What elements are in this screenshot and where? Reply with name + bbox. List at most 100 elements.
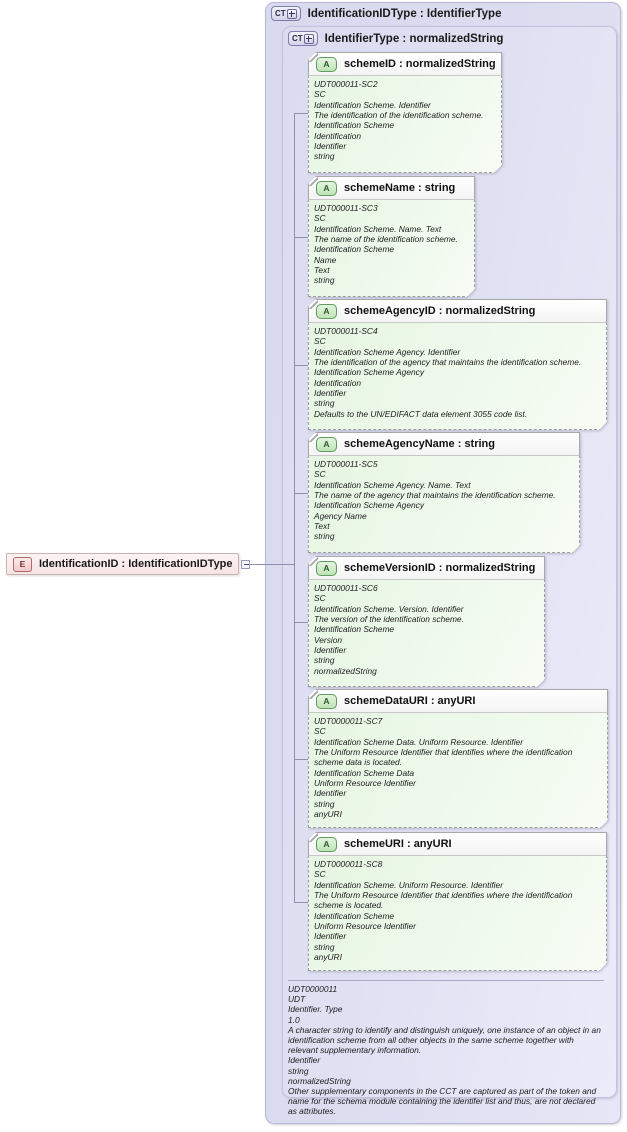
documentation-line: The Uniform Resource Identifier that ide… [314, 747, 575, 768]
documentation-line: Identification Scheme. Version. Identifi… [314, 603, 464, 614]
complextype-badge-icon: CT [288, 31, 318, 46]
documentation-line: UDT000011-SC3 [314, 203, 378, 213]
documentation-line: anyURI [314, 809, 342, 820]
documentation-line: Defaults to the UN/EDIFACT data element … [314, 408, 528, 419]
documentation-line: string [314, 398, 335, 409]
complextype-label: IdentifierType : normalizedString [324, 32, 504, 45]
documentation-line: normalizedString [314, 665, 377, 676]
complextype-badge-icon: CT [271, 6, 301, 21]
documentation-line: Identifier [314, 141, 347, 152]
documentation-line: The identification of the agency that ma… [314, 357, 582, 368]
element-node-label: IdentificationID : IdentificationIDType [39, 558, 233, 570]
documentation-line: SC [314, 89, 326, 100]
documentation-line: Identifier [314, 388, 347, 399]
documentation-line: Identifier [314, 788, 347, 799]
connector-stub [294, 902, 308, 903]
documentation-line: SC [314, 726, 326, 737]
complextype-header-identificationidtype[interactable]: CT IdentificationIDType : IdentifierType [271, 6, 501, 21]
documentation-line: SC [314, 869, 326, 880]
documentation-line: 1.0 [288, 1014, 300, 1025]
element-node-identificationid[interactable]: E IdentificationID : IdentificationIDTyp… [6, 553, 239, 575]
documentation-line: string [314, 655, 335, 666]
documentation-line: Identification Scheme [314, 910, 395, 921]
attribute-title: schemeName : string [344, 182, 456, 194]
attribute-badge-icon: A [316, 436, 337, 452]
documentation-line: SC [314, 213, 326, 224]
documentation-line: Other supplementary components in the CC… [288, 1086, 599, 1117]
documentation-line: Identification [314, 377, 362, 388]
documentation-line: SC [314, 469, 326, 480]
documentation-line: UDT0000011-SC8 [314, 859, 383, 869]
complextype-header-identifiertype[interactable]: CT IdentifierType : normalizedString [288, 31, 503, 46]
complextype-label: IdentificationIDType : IdentifierType [307, 7, 502, 20]
attribute-title: schemeAgencyName : string [344, 438, 495, 450]
connector-stub [294, 113, 308, 114]
documentation-line: Agency Name [314, 510, 367, 521]
collapse-toggle-icon[interactable] [241, 560, 250, 569]
documentation-line: string [314, 941, 335, 952]
documentation-divider [288, 980, 604, 981]
connector-line-element-to-type [250, 564, 294, 565]
documentation-line: UDT0000011 [288, 984, 338, 994]
documentation-line: Identifier [288, 1055, 321, 1066]
attribute-title: schemeURI : anyURI [344, 838, 452, 850]
documentation-line: UDT000011-SC6 [314, 583, 378, 593]
documentation-line: UDT000011-SC2 [314, 79, 378, 89]
documentation-line: Identification Scheme Agency. Name. Text [314, 479, 471, 490]
documentation-line: Version [314, 634, 343, 645]
attribute-title: schemeAgencyID : normalizedString [344, 305, 536, 317]
documentation-line: string [288, 1065, 309, 1076]
connector-spine [294, 113, 295, 902]
documentation-line: A character string to identify and disti… [288, 1024, 604, 1056]
documentation-line: SC [314, 593, 326, 604]
attribute-badge-icon: A [316, 560, 337, 576]
documentation-line: Identifier. Type [288, 1004, 343, 1015]
documentation-line: Identifier [314, 645, 347, 656]
documentation-line: Identification Scheme Agency. Identifier [314, 346, 461, 357]
documentation-line: Identification [314, 130, 362, 141]
documentation-line: Uniform Resource Identifier [314, 921, 416, 932]
attribute-badge-icon: A [316, 693, 337, 709]
documentation-line: The name of the agency that maintains th… [314, 490, 556, 501]
attribute-badge-icon: A [316, 180, 337, 196]
documentation-line: Text [314, 521, 330, 532]
expand-plus-icon[interactable] [303, 33, 314, 44]
documentation-line: Identification Scheme Agency [314, 500, 425, 511]
attribute-title: schemeDataURI : anyURI [344, 695, 476, 707]
documentation-line: Identification Scheme Data. Uniform Reso… [314, 736, 524, 747]
attribute-badge-icon: A [316, 303, 337, 319]
documentation-line: string [314, 798, 335, 809]
connector-stub [294, 365, 308, 366]
documentation-line: SC [314, 336, 326, 347]
documentation-line: string [314, 275, 335, 286]
documentation-line: Identification Scheme. Identifier [314, 99, 431, 110]
documentation-line: The Uniform Resource Identifier that ide… [314, 890, 575, 911]
expand-plus-icon[interactable] [286, 8, 297, 19]
documentation-line: Identification Scheme. Name. Text [314, 223, 442, 234]
documentation-line: Identification Scheme [314, 244, 395, 255]
documentation-line: The name of the identification scheme. [314, 234, 458, 245]
documentation-line: The version of the identification scheme… [314, 614, 464, 625]
documentation-line: UDT0000011-SC7 [314, 716, 383, 726]
documentation-line: Identification Scheme Agency [314, 367, 425, 378]
connector-stub [294, 493, 308, 494]
documentation-line: Identifier [314, 931, 347, 942]
